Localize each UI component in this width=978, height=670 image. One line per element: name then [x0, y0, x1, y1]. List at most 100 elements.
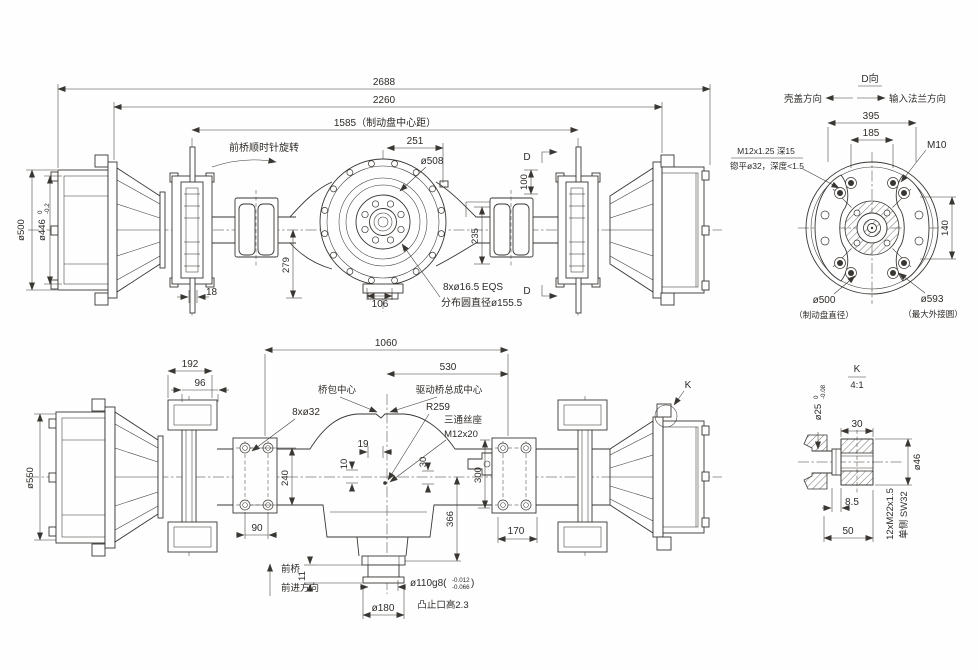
assembly-center-label: 驱动桥总成中心	[416, 384, 483, 396]
d-view-flange	[805, 161, 939, 295]
dim-110-main: ø110g8(	[410, 578, 447, 589]
right-spring-pad	[491, 437, 537, 514]
dim-18: 18	[206, 287, 218, 298]
sump-flange	[361, 555, 406, 566]
tee-seat-point	[383, 481, 387, 485]
dim-30: 30	[418, 457, 429, 468]
forward-direction-label: 前进方向	[281, 582, 319, 594]
left-wheel-hub	[50, 154, 166, 306]
k-view-title: K	[854, 364, 861, 375]
tee-seat-label: 三通丝座	[444, 414, 483, 426]
tapped-hole-note-1: M12x1.25 深15	[737, 146, 795, 156]
right-brake-disc-plan	[557, 399, 608, 553]
dim-25: ø25	[813, 404, 824, 420]
dim-50: 50	[842, 526, 854, 537]
dim-235: 235	[470, 228, 481, 244]
top-view-side-elevation: 2688 2260 1585（制动盘中心距） 前桥顺时针旋转 251 ø508 …	[16, 77, 722, 318]
bottom-mount-flange	[362, 283, 404, 294]
section-d-top: D	[523, 152, 530, 163]
dim-106: 106	[372, 299, 389, 310]
dim-500-note: （制动盘直径）	[794, 310, 854, 320]
dim-46: ø46	[912, 454, 923, 470]
dim-446-upper-tol: 0	[37, 210, 44, 214]
top-view-dimensions: 2688 2260 1585（制动盘中心距） 前桥顺时针旋转 251 ø508 …	[16, 77, 711, 310]
m10-label: M10	[927, 140, 947, 151]
right-spring-seat	[489, 190, 534, 266]
pad-bolts-note: 8xø32	[292, 407, 320, 418]
dim-19: 19	[357, 439, 369, 450]
dim-251: 251	[407, 136, 424, 147]
k-detail-circle	[654, 404, 678, 428]
wrench-size-note: 单侧 SW32	[898, 491, 910, 539]
bottom-view-dimensions: ø550 1060 530 192 96 8xø32 桥包中心 驱动桥总成中心 …	[25, 338, 538, 619]
differential-housing	[319, 158, 449, 300]
stud-thread-note: 12xM22x1.5	[885, 488, 896, 540]
d-view-title: D向	[861, 72, 878, 85]
left-brake-disc-plan	[167, 399, 218, 553]
rotation-arrow	[211, 157, 277, 168]
dim-96: 96	[194, 378, 206, 389]
dim-1060: 1060	[375, 338, 398, 349]
d-direction-view: D向 壳盖方向 输入法兰方向	[730, 72, 963, 320]
breather-plug	[439, 180, 449, 188]
dim-185: 185	[863, 128, 880, 139]
dim-110-lower-tol: -0.066	[452, 584, 470, 591]
dim-90: 90	[251, 523, 263, 534]
dim-180: ø180	[372, 603, 395, 614]
dim-530: 530	[440, 362, 457, 373]
k-section-geometry	[803, 434, 874, 490]
dim-140: 140	[940, 220, 951, 236]
section-d-bottom: D	[523, 286, 530, 297]
sump-base	[362, 576, 405, 584]
dim-25-lower-tol: -0.08	[820, 384, 827, 399]
dim-2688: 2688	[373, 77, 396, 88]
dim-446-group: ø446 0 -0.2	[37, 203, 51, 241]
k-view-scale: 4:1	[850, 380, 863, 391]
left-spring-pad	[232, 437, 278, 514]
dim-2260: 2260	[373, 95, 396, 106]
k-view-dimensions: ø25 0 -0.08 30 ø46 8.5 50 12xM22x1.5 单侧 …	[813, 384, 923, 542]
dim-110-upper-tol: -0.012	[452, 577, 470, 584]
tee-thread-label: M12x20	[444, 429, 478, 440]
spigot-height-note: 凸止口高2.3	[417, 599, 468, 611]
housing-center-label: 桥包中心	[318, 384, 357, 396]
dim-593: ø593	[921, 294, 944, 305]
left-wheel-hub-plan	[48, 398, 164, 557]
sump-spigot	[367, 564, 400, 578]
right-wheel-hub-plan	[609, 403, 710, 551]
k-dim-30: 30	[851, 419, 863, 430]
dim-395: 395	[863, 111, 880, 122]
tapped-hole-note-2: 锪平ø32，深度<1.5	[730, 161, 804, 171]
dim-192: 192	[182, 359, 199, 370]
dim-8-5: 8.5	[845, 497, 859, 508]
left-spring-seat	[234, 190, 279, 266]
bolt-pattern-note: 8xø16.5 EQS	[443, 282, 503, 293]
dim-110-close: )	[471, 578, 474, 589]
dim-446-lower-tol: -0.2	[44, 203, 51, 214]
bottom-view-plan: K ø550 1060 530 192 96 8xø32 桥包中心 驱动桥总成中…	[25, 338, 722, 619]
k-detail-view: K 4:1 ø25 0 -0.08 30 ø46 8.5 50 12	[798, 364, 923, 542]
d-view-dimensions: 395 185 M10 M12x1.25 深15 锪平ø32，深度<1.5 14…	[730, 111, 963, 320]
dim-446: ø446	[37, 219, 48, 241]
dim-500-drum: ø500	[16, 219, 27, 241]
left-brake-disc	[169, 146, 215, 314]
rotation-note: 前桥顺时针旋转	[229, 141, 299, 154]
dim-1585-brake-disc-centers: 1585（制动盘中心距）	[334, 116, 436, 129]
dim-279: 279	[281, 257, 292, 273]
dim-10: 10	[339, 459, 350, 470]
dim-593-note: （最大外接圆）	[903, 309, 963, 319]
input-flange-direction-label: 输入法兰方向	[889, 93, 946, 105]
dim-11: 11	[297, 571, 308, 581]
dim-r259: R259	[426, 402, 450, 413]
dim-500-brake-disc: ø500	[813, 295, 836, 306]
dim-25-upper-tol: 0	[813, 395, 820, 399]
dim-550-drum: ø550	[25, 467, 36, 489]
k-callout-label: K	[685, 380, 692, 391]
dim-508: ø508	[421, 156, 444, 167]
cover-direction-label: 壳盖方向	[784, 93, 822, 105]
dim-366: 366	[445, 511, 456, 527]
bolt-circle-note: 分布圆直径ø155.5	[441, 296, 523, 309]
right-wheel-hub	[609, 154, 710, 306]
right-brake-disc	[555, 146, 601, 314]
dim-100: 100	[519, 174, 530, 190]
